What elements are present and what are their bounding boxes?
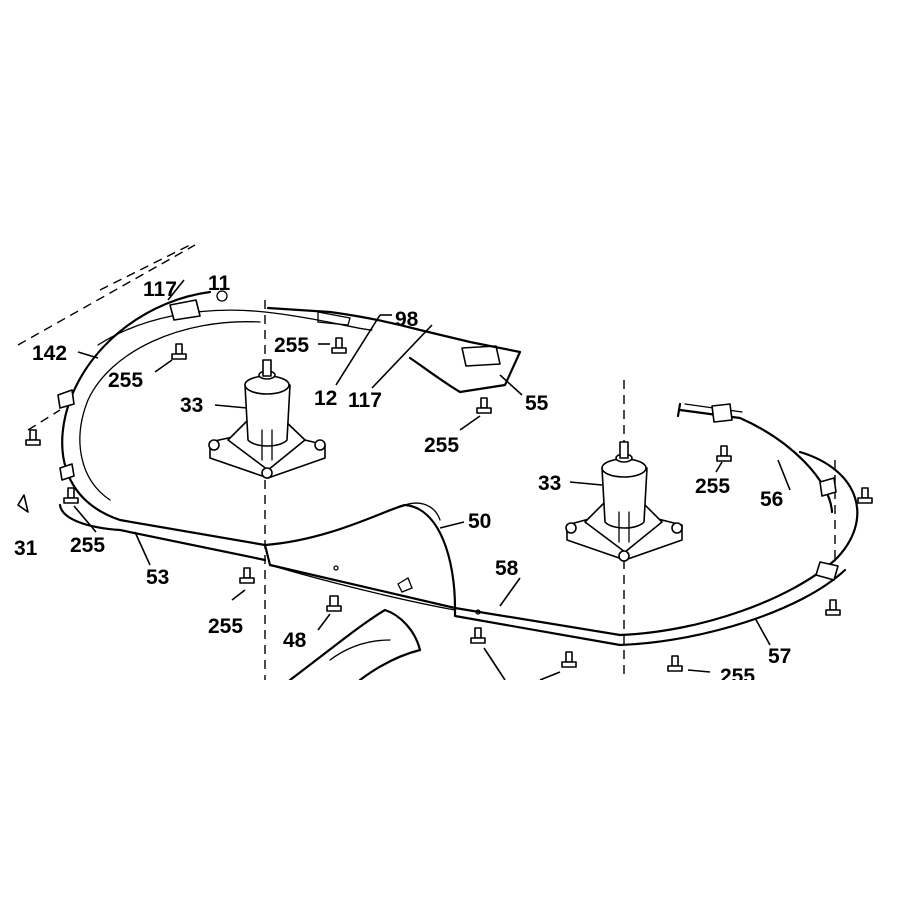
label-255-center: 255 xyxy=(424,434,459,457)
label-255-right-top: 255 xyxy=(695,475,730,498)
label-50: 50 xyxy=(468,510,491,533)
phantom-lines xyxy=(17,244,836,680)
label-53: 53 xyxy=(146,566,169,589)
lower-blank-area xyxy=(0,680,900,900)
bolt-255-c xyxy=(476,397,492,414)
label-255-left: 255 xyxy=(70,534,105,557)
label-33-right: 33 xyxy=(538,472,561,495)
label-98: 98 xyxy=(395,308,419,331)
bolt-left-edge xyxy=(25,429,41,446)
leader-lines xyxy=(73,279,791,681)
label-142: 142 xyxy=(32,342,67,365)
bolt-255-i xyxy=(667,655,683,672)
bolt-48 xyxy=(326,595,342,612)
blade-part xyxy=(288,608,422,682)
label-117-partial: 11 xyxy=(208,272,231,295)
upper-blank-area xyxy=(0,0,900,240)
deck-housing xyxy=(57,290,859,647)
spindle-assembly-right xyxy=(565,441,683,562)
label-117-middle: 117 xyxy=(348,389,382,412)
bolt-255-a xyxy=(171,343,187,360)
label-33-left: 33 xyxy=(180,394,203,417)
label-255-center-top: 255 xyxy=(274,334,309,357)
bolt-255-f xyxy=(239,567,255,584)
shield-part-55 xyxy=(266,306,522,394)
label-56: 56 xyxy=(760,488,783,511)
label-48: 48 xyxy=(283,629,307,652)
label-55: 55 xyxy=(525,392,549,415)
label-255-left-top: 255 xyxy=(108,369,143,392)
fasteners xyxy=(17,337,873,672)
label-255-bottom: 255 xyxy=(208,615,243,638)
label-57: 57 xyxy=(768,645,791,668)
bolt-255-h xyxy=(561,651,577,668)
part-labels: 117 11 98 142 255 255 33 12 117 55 255 2… xyxy=(14,272,791,688)
bolt-right-edge-b xyxy=(825,599,841,616)
bolt-255-b xyxy=(331,337,347,354)
label-117-top: 117 xyxy=(143,278,177,301)
spindle-assembly-left xyxy=(208,359,326,479)
bolt-255-g xyxy=(470,627,486,644)
label-31: 31 xyxy=(14,537,38,560)
bolt-255-d xyxy=(716,445,732,462)
label-12: 12 xyxy=(314,387,337,410)
bolt-255-e xyxy=(63,487,79,504)
bolt-right-edge-a xyxy=(857,487,873,504)
label-58: 58 xyxy=(495,557,519,580)
